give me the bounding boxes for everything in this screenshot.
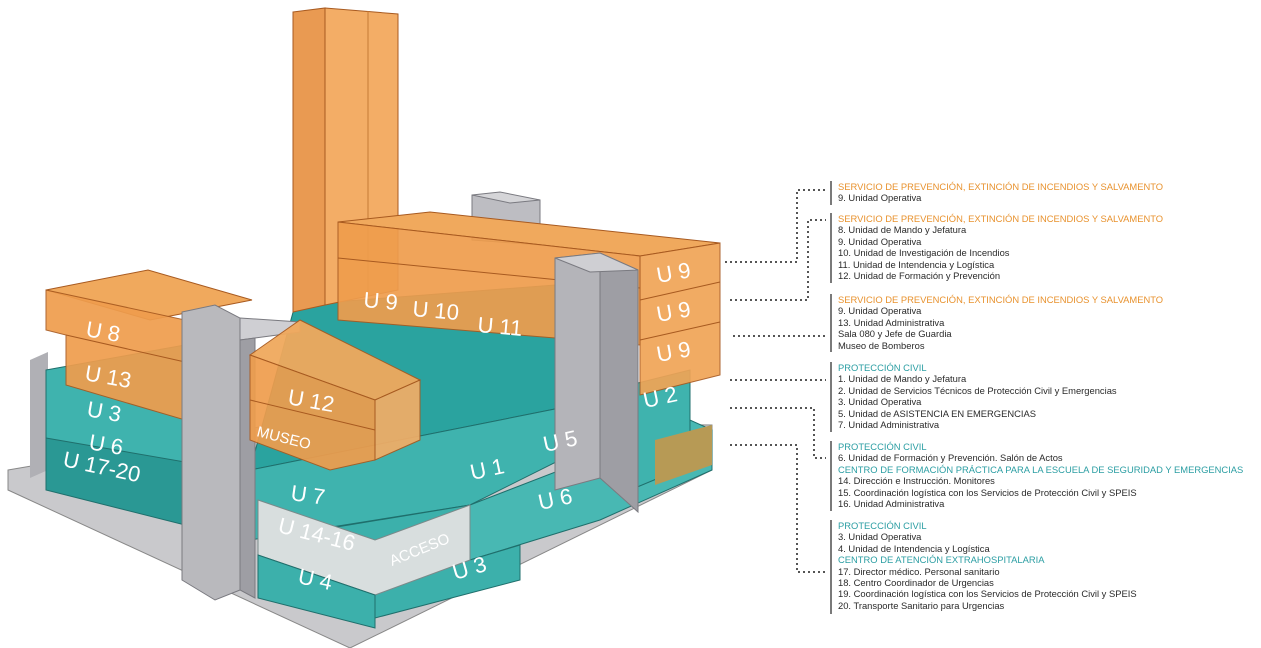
legend-item: 20. Transporte Sanitario para Urgencias	[838, 599, 1005, 611]
legend-item: 3. Unidad Operativa	[838, 531, 922, 543]
label-u9-right-c: U 9	[655, 336, 693, 367]
legend-item: 14. Dirección e Instrucción. Monitores	[838, 475, 995, 487]
legend-block-2: SERVICIO DE PREVENCIÓN, EXTINCIÓN DE INC…	[838, 213, 1163, 281]
label-u9-upper: U 9	[363, 287, 399, 315]
legend-block-1: SERVICIO DE PREVENCIÓN, EXTINCIÓN DE INC…	[838, 181, 1163, 204]
legend-item: 16. Unidad Administrativa	[838, 498, 945, 510]
legend-heading: CENTRO DE ATENCIÓN EXTRAHOSPITALARIA	[838, 554, 1045, 566]
legend-item: 9. Unidad Operativa	[838, 305, 922, 317]
legend-block-5: PROTECCIÓN CIVIL 6. Unidad de Formación …	[838, 441, 1243, 509]
legend-item: 9. Unidad Operativa	[838, 192, 922, 204]
label-u11: U 11	[477, 312, 524, 341]
legend-heading: PROTECCIÓN CIVIL	[838, 520, 927, 531]
legend-item: 19. Coordinación logística con los Servi…	[838, 588, 1137, 600]
tower-front	[292, 7, 326, 313]
label-u9-right-a: U 9	[655, 257, 693, 288]
legend-item: 9. Unidad Operativa	[838, 235, 922, 247]
legend-heading: CENTRO DE FORMACIÓN PRÁCTICA PARA LA ESC…	[838, 463, 1244, 475]
legend-item: 5. Unidad de ASISTENCIA EN EMERGENCIAS	[838, 407, 1036, 419]
label-u3-left: U 3	[85, 396, 123, 427]
legend-item: 15. Coordinación logística con los Servi…	[838, 486, 1137, 498]
grey-column-middle	[181, 304, 241, 601]
legend-item: 3. Unidad Operativa	[838, 396, 922, 408]
legend-bar-1	[830, 181, 832, 205]
legend-heading: SERVICIO DE PREVENCIÓN, EXTINCIÓN DE INC…	[838, 181, 1164, 192]
legend-block-4: PROTECCIÓN CIVIL 1. Unidad de Mando y Je…	[838, 362, 1117, 430]
legend-heading: PROTECCIÓN CIVIL	[838, 441, 927, 452]
legend-item: 13. Unidad Administrativa	[838, 316, 945, 328]
legend-item: 8. Unidad de Mando y Jefatura	[838, 224, 967, 236]
grey-block-left-back	[30, 352, 48, 478]
legend-item: Museo de Bomberos	[838, 339, 925, 351]
legend-bar-4	[830, 362, 832, 432]
legend-item: 1. Unidad de Mando y Jefatura	[838, 373, 967, 385]
legend-block-6: PROTECCIÓN CIVIL 3. Unidad Operativa 4. …	[838, 520, 1137, 611]
legend-block-3: SERVICIO DE PREVENCIÓN, EXTINCIÓN DE INC…	[838, 294, 1163, 351]
legend-bar-3	[830, 294, 832, 352]
label-u8: U 8	[84, 316, 122, 347]
legend-item: 2. Unidad de Servicios Técnicos de Prote…	[838, 384, 1117, 396]
label-u9-right-b: U 9	[655, 296, 693, 327]
legend-bar-5	[830, 441, 832, 511]
legend-bar-6	[830, 520, 832, 614]
legend-item: 18. Centro Coordinador de Urgencias	[838, 577, 994, 589]
leader-lines	[725, 189, 826, 573]
orange-upper-side	[639, 242, 721, 396]
legend-bar-2	[830, 213, 832, 283]
legend-heading: SERVICIO DE PREVENCIÓN, EXTINCIÓN DE INC…	[838, 213, 1164, 224]
brown-side	[655, 425, 712, 485]
legend-heading: PROTECCIÓN CIVIL	[838, 362, 927, 373]
legend-item: 12. Unidad de Formación y Prevención	[838, 270, 1001, 282]
grey-column-right	[554, 252, 601, 491]
legend-item: 11. Unidad de Intendencia y Logística	[838, 258, 995, 270]
label-u7: U 7	[289, 480, 326, 510]
legend-item: Sala 080 y Jefe de Guardia	[838, 328, 952, 340]
legend-heading: SERVICIO DE PREVENCIÓN, EXTINCIÓN DE INC…	[838, 294, 1164, 305]
label-u6-left: U 6	[87, 429, 125, 460]
legend-item: 4. Unidad de Intendencia y Logística	[838, 542, 990, 554]
orange-mid-front	[249, 354, 376, 471]
legend-item: 10. Unidad de Investigación de Incendios	[838, 247, 1010, 259]
legend-item: 7. Unidad Administrativa	[838, 419, 940, 431]
label-u10: U 10	[412, 296, 460, 325]
legend-item: 17. Director médico. Personal sanitario	[838, 565, 1000, 577]
orange-mid-side	[374, 379, 421, 461]
legend-item: 6. Unidad de Formación y Prevención. Sal…	[838, 452, 1063, 464]
u4-box	[257, 554, 376, 629]
